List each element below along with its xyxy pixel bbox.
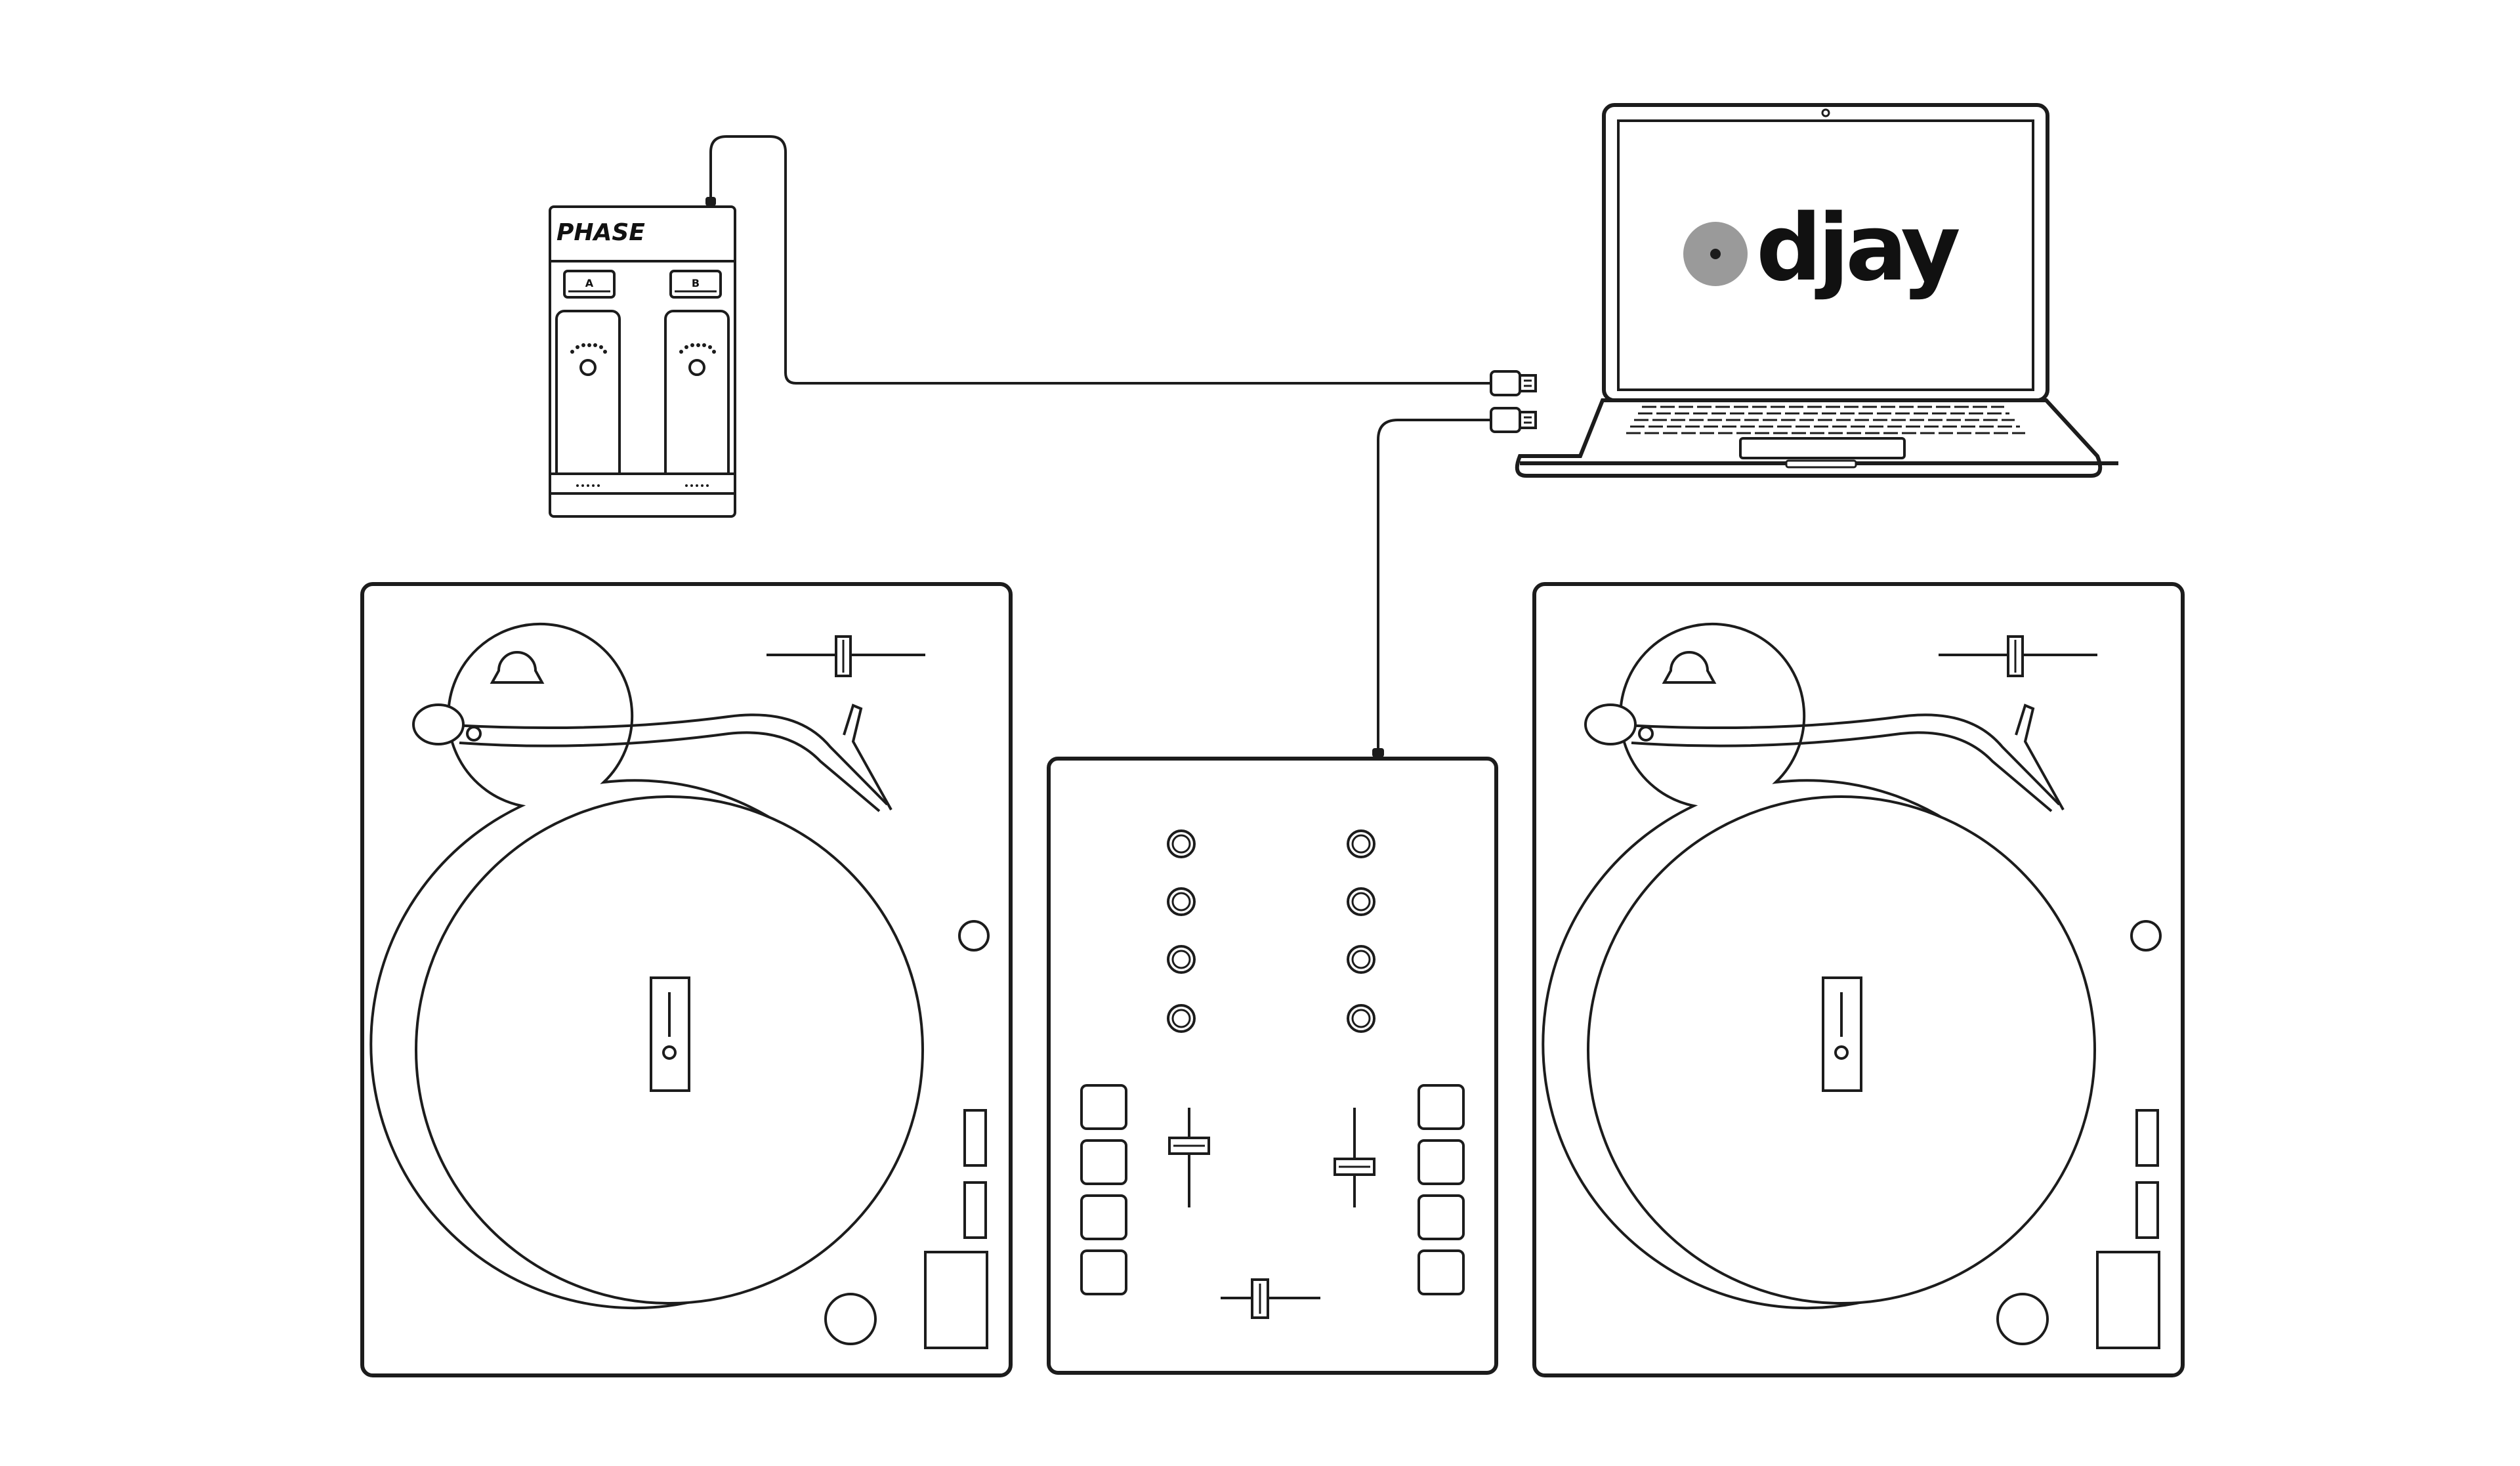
phase-brand-label: PHASE: [556, 219, 645, 246]
remote-a: [555, 310, 621, 482]
target-light: [1996, 1293, 2049, 1345]
turntable-right: [1532, 582, 2185, 1377]
laptop-keyboard: [1626, 406, 2025, 434]
target-light: [824, 1293, 877, 1345]
usb-plug-icon: [1490, 407, 1537, 433]
pad-buttons-right[interactable]: [1418, 1084, 1465, 1295]
laptop: djay: [1515, 103, 2118, 478]
cables: [705, 135, 1491, 757]
djay-app-name: djay: [1756, 195, 1959, 302]
speed-knob[interactable]: [958, 920, 990, 952]
remote-b: [664, 310, 730, 482]
phase-dock: PHASE A B: [549, 205, 736, 518]
cartridge: [843, 703, 892, 810]
mixer-usb-cable: [1377, 419, 1491, 751]
phase-cable-connector: [705, 197, 716, 206]
remote-a-sensor: [579, 359, 597, 376]
speed-knob[interactable]: [2130, 920, 2162, 952]
tonearm[interactable]: [419, 713, 889, 806]
fader-icon[interactable]: [1334, 1108, 1376, 1207]
pad-buttons-left[interactable]: [1080, 1084, 1127, 1295]
usb-plug-icon: [1490, 370, 1537, 396]
remote-a-label: A: [585, 277, 594, 289]
djay-logo: djay: [1683, 195, 1963, 302]
remote-b-sensor: [688, 359, 705, 376]
mixer-cable-connector: [1372, 748, 1384, 757]
remote-b-leds: [679, 343, 716, 354]
speed-33-button[interactable]: [963, 1109, 987, 1167]
laptop-notch: [1785, 459, 1857, 469]
dj-mixer: [1047, 757, 1498, 1375]
turntable-left: [360, 582, 1013, 1377]
webcam: [1821, 108, 1830, 117]
remote-a-leds: [570, 343, 607, 354]
start-stop-button[interactable]: [924, 1251, 988, 1349]
speed-33-button[interactable]: [2135, 1109, 2159, 1167]
start-stop-button[interactable]: [2096, 1251, 2160, 1349]
knob-icon[interactable]: [1167, 829, 1196, 1033]
fader-icon[interactable]: [1168, 1108, 1210, 1207]
knob-icon[interactable]: [1347, 829, 1376, 1033]
remote-b-label: B: [692, 277, 700, 289]
crossfader[interactable]: [1221, 1278, 1320, 1319]
dock-base: [549, 472, 736, 495]
speed-45-button[interactable]: [963, 1181, 987, 1239]
dock-base-leds: [576, 484, 709, 487]
trackpad: [1739, 437, 1906, 459]
speed-45-button[interactable]: [2135, 1181, 2159, 1239]
tonearm[interactable]: [1591, 713, 2061, 806]
phase-usb-cable: [709, 135, 1491, 385]
